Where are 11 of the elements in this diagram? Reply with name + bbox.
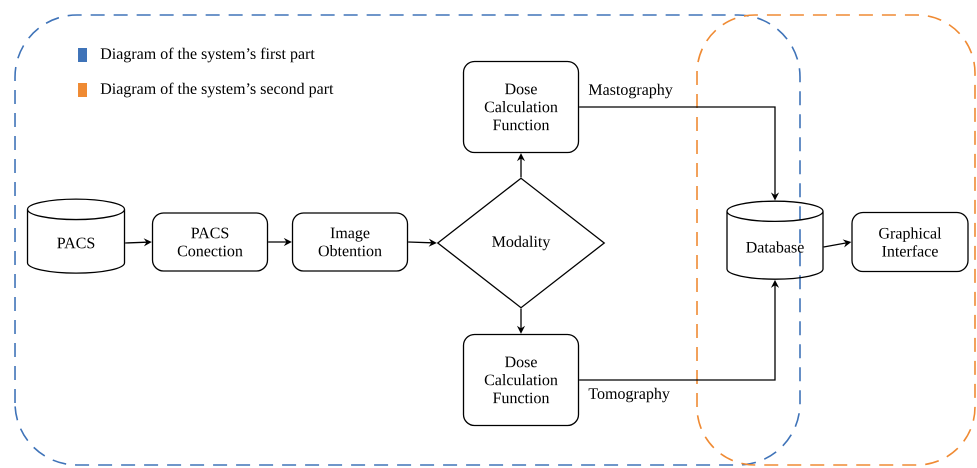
legend-text: Diagram of the system’s second part (100, 82, 334, 98)
process-box: PACS Conection (152, 212, 268, 272)
process-box: Dose Calculation Function (462, 334, 580, 426)
process-box: Graphical Interface (851, 212, 969, 272)
process-box: Image Obtention (292, 212, 408, 272)
database-cylinder: Database (726, 200, 824, 280)
edge-label: Mastography (588, 84, 673, 98)
database-cylinder: PACS (26, 198, 126, 274)
process-box: Dose Calculation Function (462, 60, 580, 154)
edge-label: Tomography (588, 388, 670, 402)
legend-text: Diagram of the system’s first part (100, 48, 315, 62)
